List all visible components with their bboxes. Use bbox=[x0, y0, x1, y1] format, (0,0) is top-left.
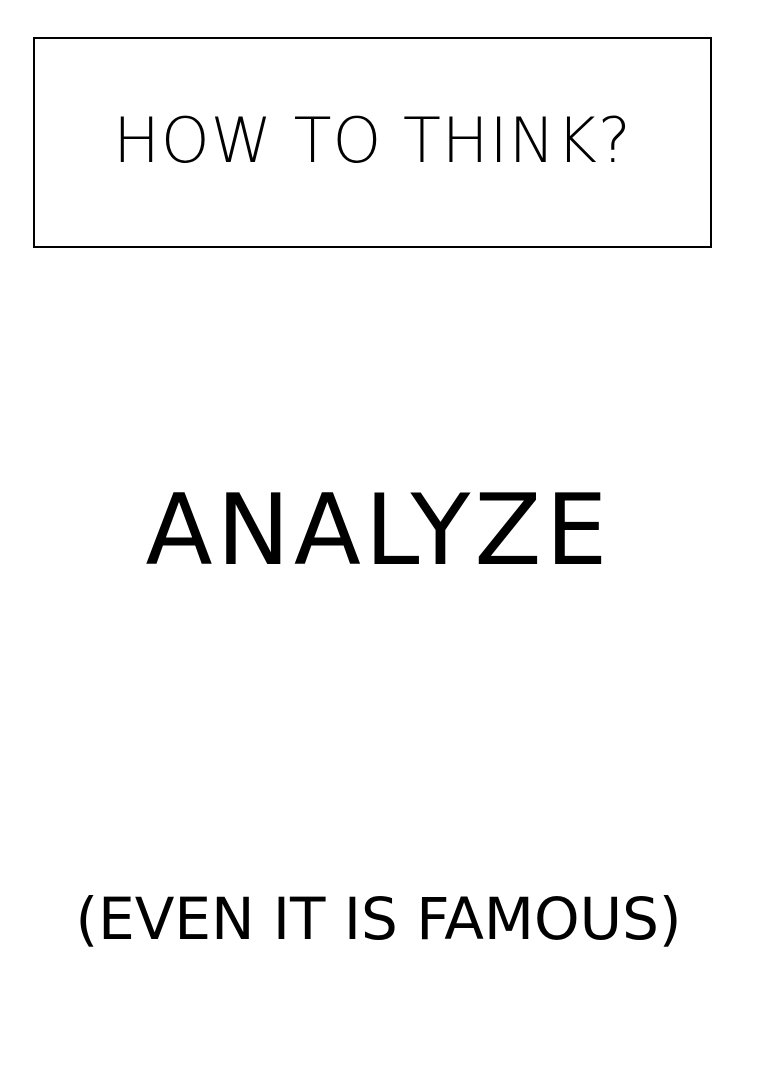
header-box: HOW TO THINK? bbox=[33, 37, 712, 248]
main-word: ANALYZE bbox=[145, 474, 612, 588]
footer-note: (EVEN IT IS FAMOUS) bbox=[75, 885, 682, 953]
header-title: HOW TO THINK? bbox=[113, 103, 632, 177]
